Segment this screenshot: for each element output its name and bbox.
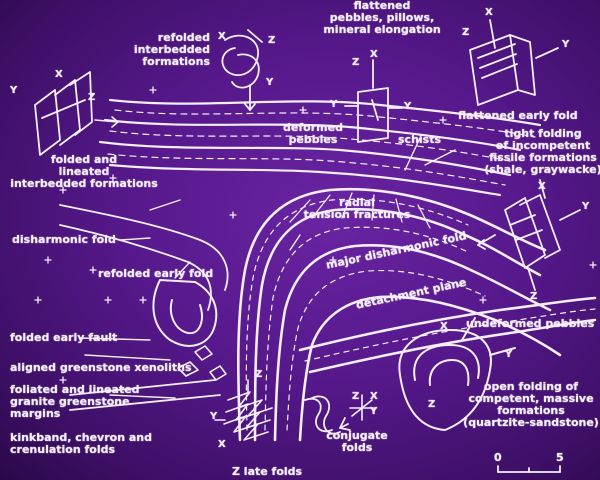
- refolded-interbedded-glyph: [222, 30, 262, 110]
- label-line: folds: [322, 442, 392, 454]
- label-kinkband: kinkband, chevron and crenulation folds: [10, 432, 152, 456]
- tight-folding-block: [478, 180, 580, 290]
- axis-z-label: Z: [352, 58, 359, 68]
- label-line: interbedded formations: [4, 178, 164, 190]
- label-disharmonic-fold: disharmonic fold: [12, 234, 116, 246]
- label-line: pebbles: [278, 134, 348, 146]
- scale-end-label: 5: [556, 452, 564, 464]
- label-line: (shale, graywacke): [478, 164, 600, 176]
- flattened-fold-block: [470, 20, 558, 105]
- axis-z-label: Z: [462, 28, 469, 38]
- axis-y-label: Y: [505, 350, 512, 360]
- label-folded-lineated: folded and lineated interbedded formatio…: [4, 154, 164, 190]
- scale-bar: [498, 466, 560, 472]
- axis-x-label: X: [440, 322, 448, 332]
- label-open-folding: open folding of competent, massive forma…: [462, 381, 600, 429]
- label-schists: schists: [398, 134, 441, 146]
- refolded-early-fold: [153, 280, 216, 346]
- axis-z-label: Z: [530, 292, 537, 302]
- axis-z-label: Z: [88, 93, 95, 103]
- axis-y-label: Y: [370, 407, 377, 417]
- label-refolded-interbedded: refolded interbedded formations: [110, 32, 210, 68]
- axis-x-label: X: [538, 182, 546, 192]
- label-line: formations: [110, 56, 210, 68]
- label-line: mineral elongation: [322, 24, 442, 36]
- label-line: (quartzite-sandstone): [462, 417, 600, 429]
- axis-y-label: Y: [404, 102, 411, 112]
- label-folded-early-fault: folded early fault: [10, 332, 117, 344]
- axis-y-label: Y: [330, 100, 337, 110]
- label-flattened-pebbles: flattened pebbles, pillows, mineral elon…: [322, 0, 442, 36]
- label-undeformed-pebbles: undeformed pebbles: [466, 318, 594, 330]
- axis-x-label: X: [55, 70, 63, 80]
- label-refolded-early-fold: refolded early fold: [98, 268, 213, 280]
- axis-y-label: Y: [562, 40, 569, 50]
- label-line: tension fractures: [292, 209, 422, 221]
- axis-z-label: Z: [352, 392, 359, 402]
- axis-x-label: X: [218, 32, 226, 42]
- label-z-late-folds: Z late folds: [232, 466, 302, 478]
- axis-y-label: Y: [582, 202, 589, 212]
- label-line: margins: [10, 408, 140, 420]
- axis-z-label: Z: [255, 370, 262, 380]
- axis-x-label: X: [218, 440, 226, 450]
- axis-x-label: X: [370, 50, 378, 60]
- axis-z-label: Z: [268, 36, 275, 46]
- label-flattened-early-fold: flattened early fold: [458, 110, 578, 122]
- axis-y-label: Y: [10, 86, 17, 96]
- label-line: crenulation folds: [10, 444, 152, 456]
- label-deformed-pebbles: deformed pebbles: [278, 122, 348, 146]
- kinkband-block: [215, 380, 272, 440]
- label-radial-tension: radial tension fractures: [292, 197, 422, 221]
- label-conjugate-folds: conjugate folds: [322, 430, 392, 454]
- axis-x-label: X: [485, 8, 493, 18]
- axis-x-label: X: [370, 392, 378, 402]
- folded-block-topleft: [35, 72, 92, 155]
- axis-y-label: Y: [210, 412, 217, 422]
- axis-z-label: Z: [428, 400, 435, 410]
- axis-y-label: Y: [266, 78, 273, 88]
- block-arrow-topleft: [95, 117, 118, 127]
- label-foliated-lineated: foliated and lineated granite greenstone…: [10, 384, 140, 420]
- label-tight-folding: tight folding of incompetent fissile for…: [478, 128, 600, 176]
- scale-start-label: 0: [494, 452, 502, 464]
- label-aligned-greenstone: aligned greenstone xenoliths: [10, 362, 192, 374]
